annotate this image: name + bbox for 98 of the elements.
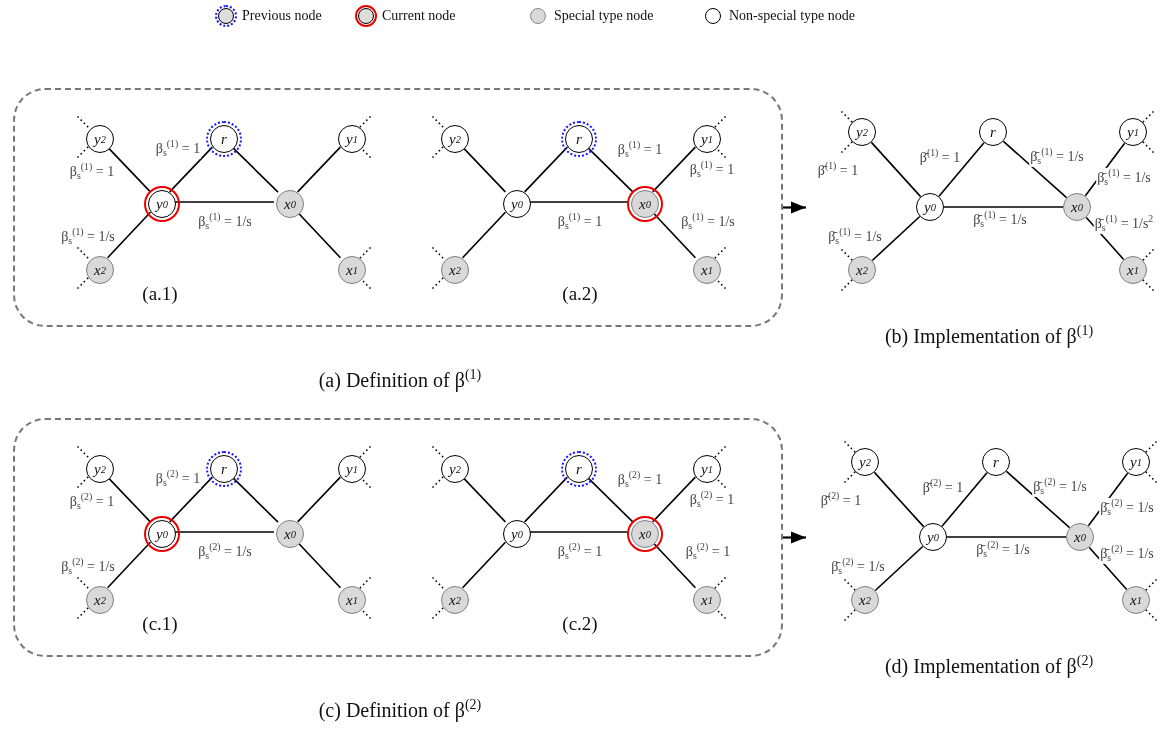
- connector-line: [168, 146, 214, 193]
- connector-line: [651, 146, 697, 193]
- dotted-stub-line: [431, 445, 444, 458]
- dotted-stub-line: [431, 277, 444, 290]
- dotted-stub-line: [840, 110, 853, 123]
- legend-label: Previous node: [242, 8, 322, 24]
- connector-line: [651, 476, 697, 523]
- subfigure-label: (a.1): [142, 283, 178, 305]
- dotted-stub-line: [76, 277, 89, 290]
- connector-line: [1005, 470, 1071, 529]
- subfigure-label: (c.1): [142, 613, 178, 635]
- subfigure-caption: (d) Implementation of β$^{(2)}$: [884, 653, 1094, 678]
- connector-line: [941, 471, 988, 528]
- node-circle: r: [979, 118, 1007, 146]
- connector-line: [870, 141, 922, 198]
- dotted-stub-line: [1145, 609, 1158, 622]
- connector-line: [1088, 546, 1128, 591]
- subfigure-label: (c.2): [562, 613, 598, 635]
- dotted-stub-line: [843, 471, 856, 484]
- node-circle: r: [565, 455, 593, 483]
- dotted-stub-line: [431, 115, 444, 128]
- connector-line: [1085, 216, 1125, 261]
- dotted-stub-line: [1142, 141, 1155, 154]
- legend-label: Non-special type node: [729, 8, 855, 24]
- edge-label: β̄$_{s}$$^{(2)}$ = 1/s: [1099, 543, 1155, 565]
- dotted-stub-line: [1145, 578, 1158, 591]
- dotted-stub-line: [431, 476, 444, 489]
- connector-line: [461, 211, 507, 259]
- node-circle: r: [210, 455, 238, 483]
- connector-line: [231, 146, 279, 193]
- dotted-stub-line: [359, 576, 372, 589]
- connector-line: [231, 476, 279, 523]
- edge-label: β̄$_{s}$$^{(1)}$ = 1/s: [1029, 146, 1085, 168]
- edge-label: β̄$^{(2)}$ = 1: [819, 491, 863, 509]
- dotted-stub-line: [1142, 279, 1155, 292]
- dotted-stub-line: [1145, 471, 1158, 484]
- dotted-stub-line: [714, 576, 727, 589]
- dotted-stub-line: [714, 115, 727, 128]
- edge-label: β̄$_{s}$$^{(1)}$ = 1/s$^{2}$: [1093, 213, 1155, 235]
- dotted-stub-line: [76, 476, 89, 489]
- dotted-stub-line: [840, 141, 853, 154]
- subfigure-caption: (b) Implementation of β$^{(1)}$: [884, 323, 1094, 348]
- legend-label: Current node: [382, 8, 456, 24]
- edge-label: β̄$_{s}$$^{(2)}$ = 1/s: [1032, 476, 1088, 498]
- dotted-stub-line: [843, 578, 856, 591]
- dotted-stub-line: [76, 607, 89, 620]
- arrow: [783, 201, 806, 214]
- dotted-stub-line: [1142, 110, 1155, 123]
- connector-line: [461, 541, 507, 589]
- dotted-stub-line: [359, 115, 372, 128]
- node-circle: r: [210, 125, 238, 153]
- connector-line: [873, 471, 925, 528]
- subfigure-caption: (c) Definition of β$^{(2)}$: [318, 697, 482, 722]
- dotted-stub-line: [431, 246, 444, 259]
- dotted-stub-line: [843, 440, 856, 453]
- connector-line: [874, 545, 924, 592]
- connector-line: [1002, 140, 1068, 199]
- connector-line: [523, 476, 569, 523]
- node-circle: r: [982, 448, 1010, 476]
- dotted-stub-line: [714, 445, 727, 458]
- edge-label: β$_{s}$$^{(2)}$ = 1: [154, 468, 202, 490]
- edge-label: β̄$^{(1)}$ = 1: [918, 148, 962, 166]
- edge-label: β$_{s}$$^{(1)}$ = 1: [154, 138, 202, 160]
- node-circle: r: [565, 125, 593, 153]
- dotted-stub-line: [714, 246, 727, 259]
- dotted-stub-line: [76, 445, 89, 458]
- dotted-stub-line: [843, 609, 856, 622]
- connector-line: [106, 541, 152, 589]
- subfigure-label: (a.2): [562, 283, 598, 305]
- connector-line: [168, 476, 214, 523]
- edge-label: β̄$^{(1)}$ = 1: [816, 161, 860, 179]
- dotted-stub-line: [840, 279, 853, 292]
- legend-label: Special type node: [554, 8, 654, 24]
- connector-line: [296, 146, 342, 193]
- connector-line: [586, 146, 634, 193]
- connector-line: [106, 211, 152, 259]
- arrow: [783, 531, 806, 544]
- dotted-stub-line: [76, 146, 89, 159]
- dotted-stub-line: [840, 248, 853, 261]
- dotted-stub-line: [431, 576, 444, 589]
- subfigure-caption: (a) Definition of β$^{(1)}$: [318, 367, 482, 392]
- connector-line: [523, 146, 569, 193]
- dotted-stub-line: [76, 246, 89, 259]
- connector-line: [938, 141, 985, 198]
- connector-line: [943, 206, 1064, 208]
- dotted-stub-line: [76, 576, 89, 589]
- connector-line: [296, 476, 342, 523]
- connector-line: [871, 215, 921, 262]
- dotted-stub-line: [359, 445, 372, 458]
- edge-label: β̄$^{(2)}$ = 1: [921, 478, 965, 496]
- dotted-stub-line: [1145, 440, 1158, 453]
- connector-line: [586, 476, 634, 523]
- dotted-stub-line: [431, 607, 444, 620]
- dotted-stub-line: [76, 115, 89, 128]
- dotted-stub-line: [1142, 248, 1155, 261]
- dotted-stub-line: [431, 146, 444, 159]
- dotted-stub-line: [359, 246, 372, 259]
- connector-line: [946, 536, 1067, 538]
